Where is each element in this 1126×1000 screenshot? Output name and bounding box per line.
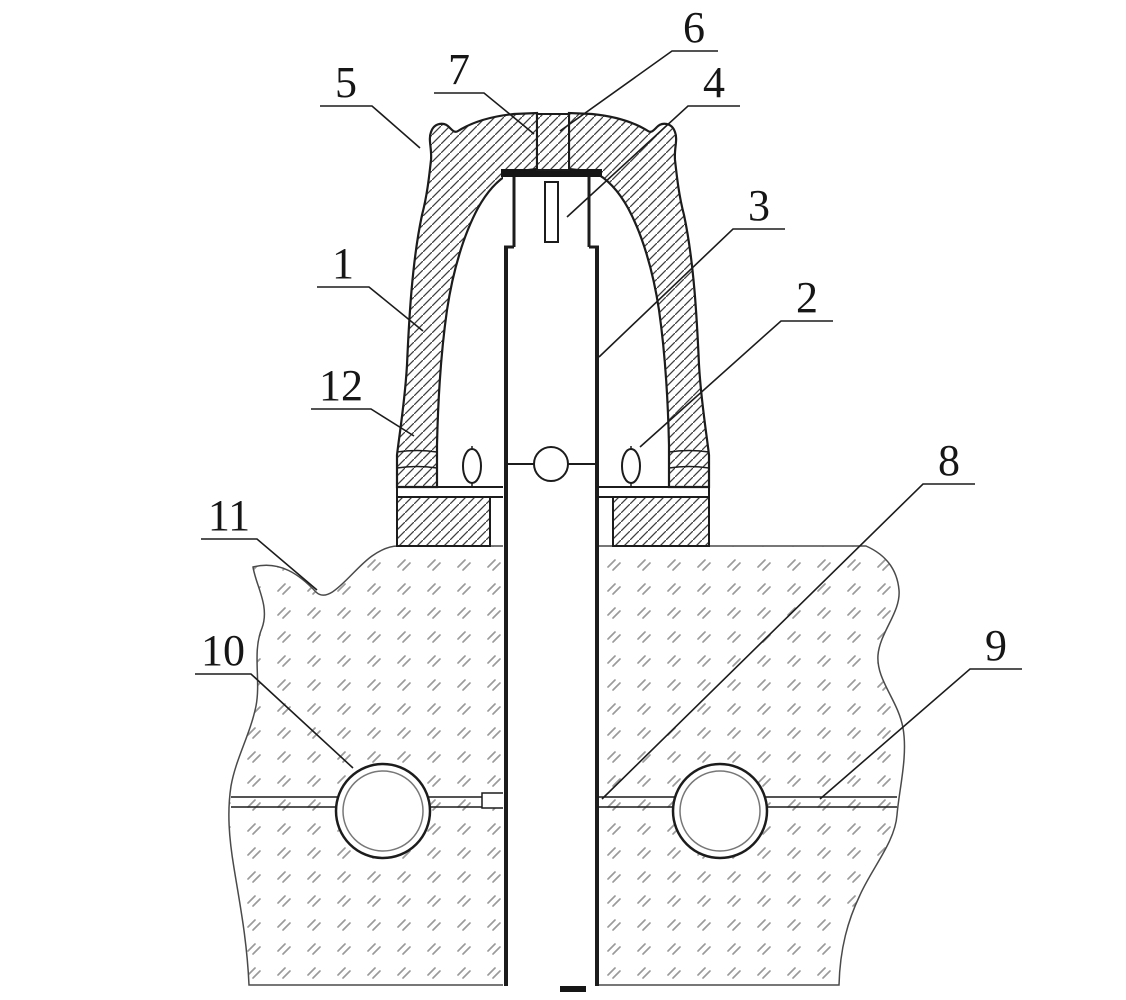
callout-leader-6 xyxy=(559,50,718,132)
callout-leader-5 xyxy=(320,105,421,149)
bottom-tick xyxy=(560,986,586,992)
callout-label-1: 1 xyxy=(332,239,354,288)
port-right xyxy=(621,448,641,484)
pipe-cross-section-left xyxy=(334,762,432,860)
base-block-right xyxy=(612,496,710,547)
callout-3: 3 xyxy=(598,181,785,358)
groove-right-2 xyxy=(668,465,710,469)
top-plug xyxy=(536,113,570,171)
callout-leader-10 xyxy=(195,673,354,769)
tube-cap xyxy=(501,169,602,177)
callout-label-3: 3 xyxy=(748,181,770,230)
callout-8: 8 xyxy=(601,436,975,800)
callout-leader-12 xyxy=(311,408,415,437)
callout-label-7: 7 xyxy=(448,45,470,94)
callout-label-4: 4 xyxy=(703,58,725,107)
callout-leader-11 xyxy=(201,538,318,591)
callout-5: 5 xyxy=(320,58,421,149)
center-tube xyxy=(501,169,602,986)
callout-leader-9 xyxy=(819,668,1022,800)
callout-leader-3 xyxy=(598,228,785,358)
callout-label-10: 10 xyxy=(201,626,245,675)
callout-2: 2 xyxy=(639,273,833,448)
port-left xyxy=(462,448,482,484)
callout-12: 12 xyxy=(311,361,415,437)
callout-10: 10 xyxy=(195,626,354,769)
groove-left-2 xyxy=(396,465,438,469)
callout-11: 11 xyxy=(201,491,318,591)
callout-leader-1 xyxy=(317,286,424,332)
callout-label-2: 2 xyxy=(796,273,818,322)
callout-leader-2 xyxy=(639,320,833,448)
callout-label-11: 11 xyxy=(208,491,250,540)
callout-9: 9 xyxy=(819,621,1022,800)
callout-label-5: 5 xyxy=(335,58,357,107)
callout-label-12: 12 xyxy=(319,361,363,410)
housing-wall-left xyxy=(395,111,539,489)
flange-groove-lines xyxy=(396,449,710,469)
port-center xyxy=(533,446,569,482)
callout-leader-8 xyxy=(601,483,975,800)
callout-label-8: 8 xyxy=(938,436,960,485)
callout-4: 4 xyxy=(566,58,740,218)
callouts: 1 2 3 4 5 6 7 8 xyxy=(195,3,1022,800)
inner-slot xyxy=(544,181,559,243)
seam-tab xyxy=(481,792,507,809)
callout-7: 7 xyxy=(434,45,535,135)
callout-label-9: 9 xyxy=(985,621,1007,670)
callout-6: 6 xyxy=(559,3,718,132)
callout-leader-4 xyxy=(566,105,740,218)
pipe-cross-section-right xyxy=(671,762,769,860)
callout-leader-7 xyxy=(434,92,535,135)
callout-1: 1 xyxy=(317,239,424,332)
port-row xyxy=(462,446,641,486)
groove-left-1 xyxy=(396,449,438,453)
tube-bore xyxy=(503,177,599,986)
housing-wall-right xyxy=(567,111,711,489)
base-block-left xyxy=(396,496,491,547)
groove-right-1 xyxy=(668,449,710,453)
callout-label-6: 6 xyxy=(683,3,705,52)
